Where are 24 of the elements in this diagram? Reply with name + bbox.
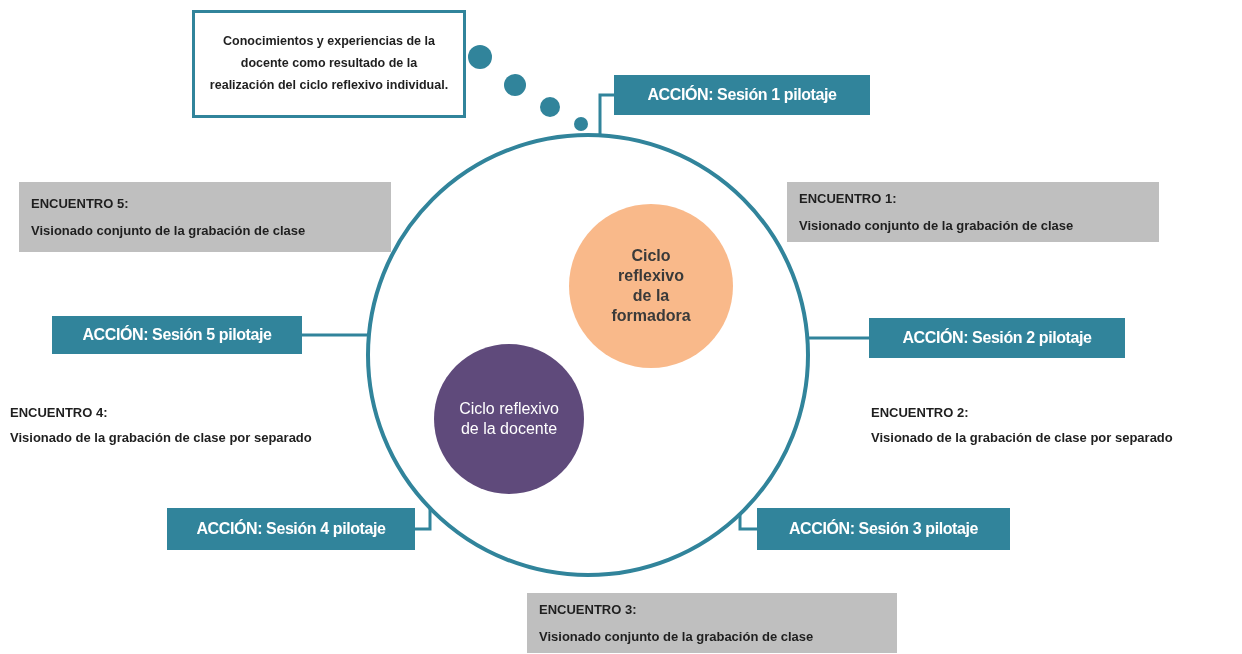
connector-line — [738, 514, 757, 531]
connector-line — [807, 336, 869, 340]
action-box: ACCIÓN: Sesión 4 pilotaje — [167, 508, 415, 550]
connector-line — [598, 93, 614, 136]
meeting-title: ENCUENTRO 5: — [31, 194, 130, 213]
meeting-description: Visionado conjunto de la grabación de clase — [31, 222, 307, 240]
thought-box: Conocimientos y experiencias de la docente como resultado de la realización del ciclo reflexivo individual. — [192, 10, 466, 118]
meeting-title: ENCUENTRO 2: — [871, 404, 969, 422]
meeting-title: ENCUENTRO 4: — [10, 404, 108, 422]
meeting-box — [787, 182, 1159, 242]
action-box: ACCIÓN: Sesión 5 pilotaje — [52, 316, 302, 354]
meeting-description: Visionado de la grabación de clase por separado — [10, 429, 312, 447]
meeting-box — [527, 593, 897, 653]
action-box: ACCIÓN: Sesión 2 pilotaje — [869, 318, 1125, 358]
meeting-description: Visionado conjunto de la grabación de clase — [799, 217, 1075, 235]
meeting-title: ENCUENTRO 3: — [539, 600, 638, 619]
action-box: ACCIÓN: Sesión 1 pilotaje — [614, 75, 870, 115]
connector-line — [415, 508, 432, 531]
meeting-description: Visionado conjunto de la grabación de clase — [539, 628, 815, 646]
meeting-description: Visionado de la grabación de clase por separado — [871, 429, 1173, 447]
meeting-title: ENCUENTRO 1: — [799, 189, 898, 208]
connector-line — [302, 333, 369, 337]
meeting-box — [19, 182, 391, 252]
action-box: ACCIÓN: Sesión 3 pilotaje — [757, 508, 1010, 550]
